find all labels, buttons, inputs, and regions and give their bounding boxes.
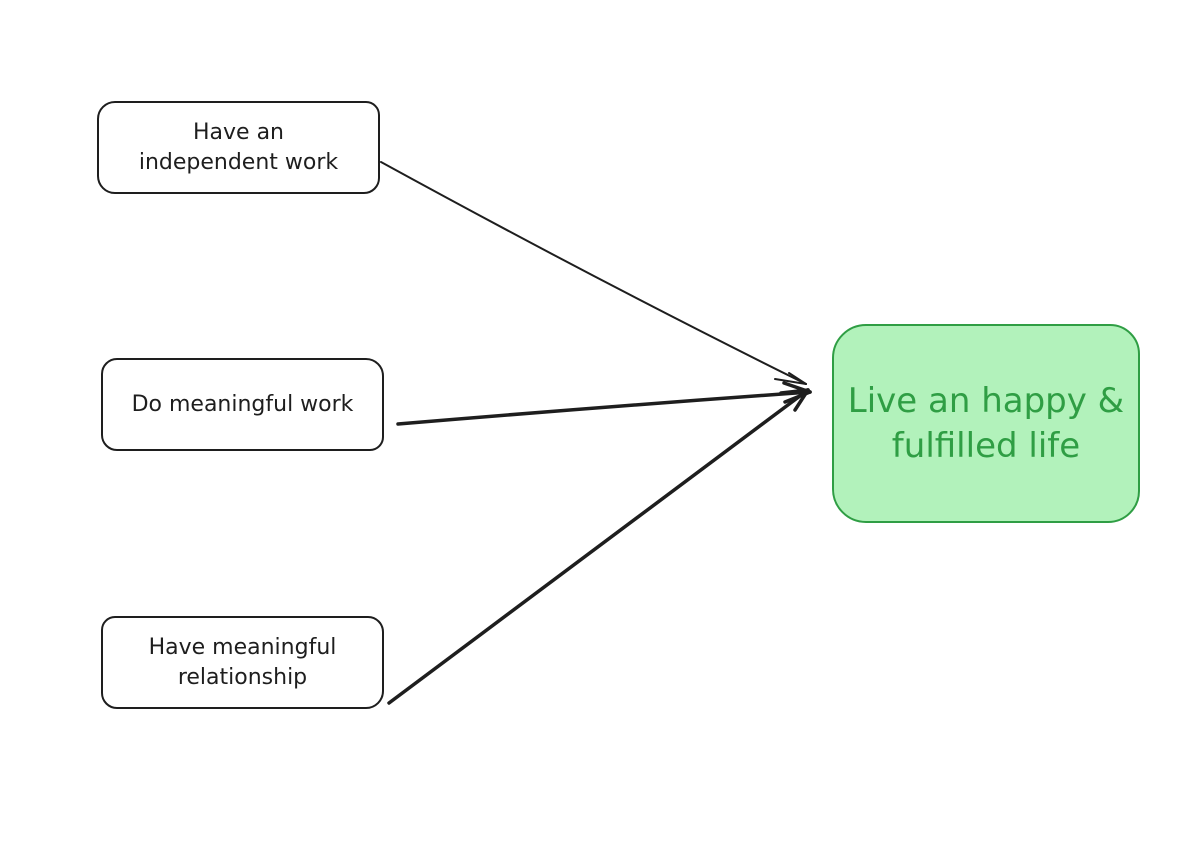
node-label-line: fulfilled life: [891, 425, 1081, 466]
arrowhead-icon: [779, 388, 810, 412]
node-meaningful-work[interactable]: Do meaningful work: [101, 358, 384, 451]
arrowhead-icon: [774, 372, 807, 385]
node-label: Have meaningful relationship: [149, 633, 337, 692]
node-goal[interactable]: Live an happy & fulfilled life: [832, 324, 1140, 523]
node-label-line: Live an happy &: [847, 381, 1125, 422]
node-label: Have an independent work: [139, 118, 338, 177]
node-independent-work[interactable]: Have an independent work: [97, 101, 380, 194]
arrow-independent-to-goal[interactable]: [380, 161, 807, 385]
node-label-line: independent work: [138, 149, 339, 175]
node-label: Live an happy & fulfilled life: [848, 379, 1124, 467]
arrow-meaningful-work-to-goal[interactable]: [396, 381, 812, 426]
node-label-line: relationship: [177, 664, 308, 690]
node-label: Do meaningful work: [132, 390, 354, 420]
node-label-line: Do meaningful work: [131, 391, 354, 417]
node-meaningful-relationship[interactable]: Have meaningful relationship: [101, 616, 384, 709]
arrow-relationship-to-goal[interactable]: [387, 388, 810, 705]
node-label-line: Have meaningful: [148, 634, 337, 660]
node-label-line: Have an: [193, 119, 284, 145]
